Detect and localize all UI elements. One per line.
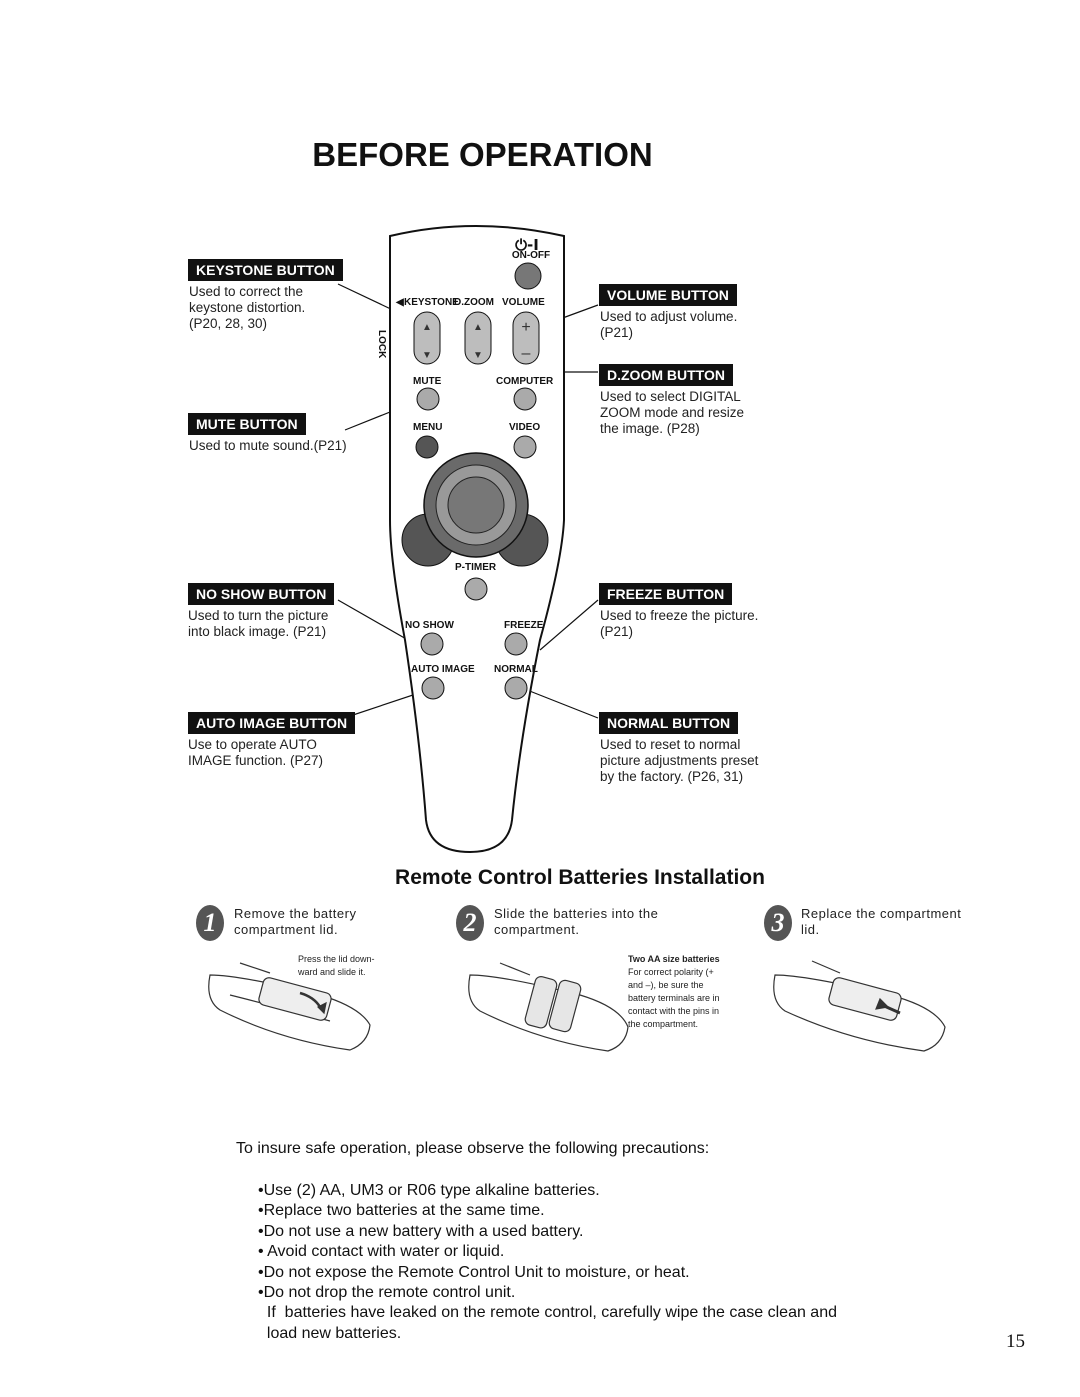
precautions-intro: To insure safe operation, please observe… (236, 1140, 710, 1157)
lock-label: LOCK (376, 330, 387, 359)
dzoom-callout-label: D.ZOOM BUTTON (599, 364, 733, 386)
step-2-number: 2 (456, 905, 484, 941)
precaution-item: •Do not expose the Remote Control Unit t… (258, 1263, 690, 1281)
menu-label: MENU (413, 422, 442, 433)
no-show-button (420, 632, 444, 656)
normal-leader-line (521, 687, 599, 719)
keystone-label: KEYSTONE (404, 297, 459, 308)
svg-text:▼: ▼ (422, 350, 432, 361)
noshow-leader-line (337, 599, 409, 641)
svg-text:+: + (521, 319, 530, 336)
normal-button (504, 676, 528, 700)
precaution-item: •Use (2) AA, UM3 or R06 type alkaline ba… (258, 1182, 600, 1199)
volume-label: VOLUME (502, 297, 545, 308)
select-button (447, 476, 505, 534)
no-show-callout-label: NO SHOW BUTTON (188, 583, 335, 605)
on-off-button (514, 262, 542, 290)
auto-image-callout-label: AUTO IMAGE BUTTON (188, 712, 356, 734)
freeze-leader-line (539, 599, 599, 651)
auto-image-button (421, 676, 445, 700)
precaution-item: • Avoid contact with water or liquid. (258, 1243, 505, 1261)
keystone-arrow-icon: ◀ (395, 297, 404, 308)
power-symbol: ⏻-I (515, 236, 539, 254)
menu-button (415, 435, 439, 459)
page-number: 15 (1006, 1331, 1025, 1352)
freeze-button (504, 632, 528, 656)
svg-text:▲: ▲ (473, 322, 483, 333)
step-1-remote-illustration (208, 962, 371, 1051)
mute-callout-label: MUTE BUTTON (188, 413, 306, 435)
precaution-item: •Do not drop the remote control unit. (258, 1284, 516, 1302)
precaution-item: If batteries have leaked on the remote c… (258, 1304, 837, 1322)
mute-callout-text: Used to mute sound.(P21) (189, 438, 347, 453)
svg-text:▲: ▲ (422, 322, 432, 333)
step-1-note: Press the lid down-ward and slide it. (298, 954, 375, 977)
mute-button (416, 387, 440, 411)
computer-label: COMPUTER (496, 376, 554, 387)
battery-steps-illustration (208, 960, 946, 1052)
auto-image-label: AUTO IMAGE (411, 664, 475, 675)
page-title: BEFORE OPERATION (312, 136, 653, 173)
dzoom-button: ▲ ▼ (464, 311, 492, 365)
normal-callout-label: NORMAL BUTTON (599, 712, 739, 734)
freeze-label: FREEZE (504, 620, 544, 631)
freeze-callout-label: FREEZE BUTTON (599, 583, 733, 605)
ptimer-label: P-TIMER (455, 562, 497, 573)
svg-text:▼: ▼ (473, 350, 483, 361)
precautions-list: •Use (2) AA, UM3 or R06 type alkaline ba… (258, 1181, 837, 1344)
volume-callout-text: Used to adjust volume.(P21) (600, 309, 738, 340)
step-2-note: Two AA size batteries For correct polari… (628, 954, 720, 1029)
video-button (513, 435, 537, 459)
freeze-callout-text: Used to freeze the picture.(P21) (600, 608, 759, 639)
precaution-item: load new batteries. (258, 1324, 402, 1342)
ptimer-button (464, 577, 488, 601)
svg-text:–: – (522, 345, 531, 362)
precaution-item: •Replace two batteries at the same time. (258, 1202, 545, 1220)
computer-button (513, 387, 537, 411)
video-label: VIDEO (509, 422, 540, 433)
normal-label: NORMAL (494, 664, 538, 675)
no-show-label: NO SHOW (405, 620, 454, 631)
keystone-callout-label: KEYSTONE BUTTON (188, 259, 343, 281)
on-off-label: ON-OFF (512, 250, 550, 261)
remote-control-illustration: ⏻-I ON-OFF ◀ KEYSTONE D.ZOOM VOLUME LOCK… (337, 225, 599, 854)
step-1-number: 1 (196, 905, 224, 941)
step-3-remote-illustration (773, 960, 946, 1052)
keystone-button: ▲ ▼ (413, 311, 441, 365)
precaution-item: •Do not use a new battery with a used ba… (258, 1222, 584, 1240)
volume-callout-label: VOLUME BUTTON (599, 284, 737, 306)
batteries-section-title: Remote Control Batteries Installation (395, 866, 765, 889)
step-2-remote-illustration (468, 962, 629, 1052)
dzoom-label: D.ZOOM (454, 297, 494, 308)
step-3-number: 3 (764, 905, 792, 941)
mute-label: MUTE (413, 376, 442, 387)
volume-button: + – (512, 311, 540, 365)
